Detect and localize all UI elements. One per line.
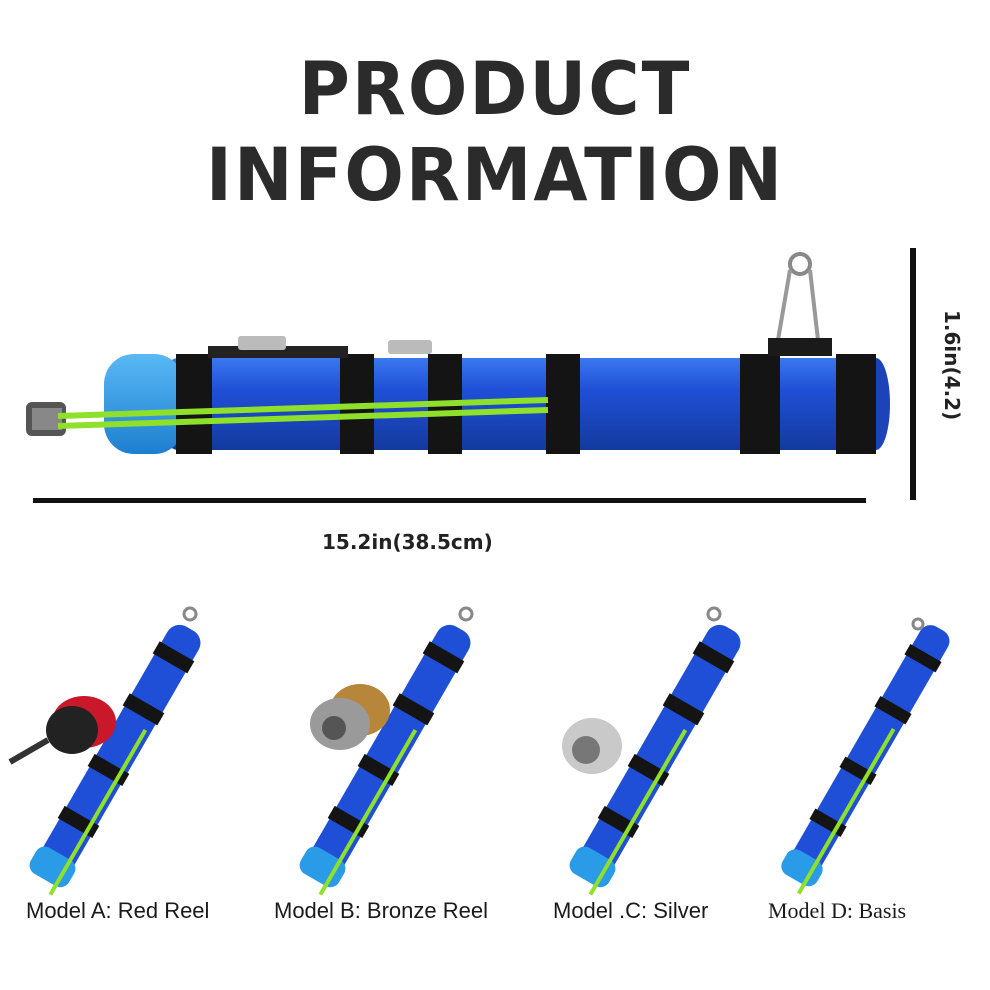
- model-b-label: Model B: Bronze Reel: [274, 898, 488, 923]
- length-label: 15.2in(38.5cm): [322, 530, 493, 554]
- length-dimension-line: [33, 498, 866, 503]
- model-c-label: Model .C: Silver: [553, 898, 709, 923]
- diameter-dimension-line: [910, 248, 916, 500]
- model-d-image: [750, 600, 990, 900]
- model-c-image: [540, 600, 790, 900]
- model-a-image: [0, 600, 250, 900]
- page-title: PRODUCT INFORMATION: [205, 45, 785, 219]
- diameter-label: 1.6in(4.2): [940, 310, 964, 421]
- model-d-label: Model D: Basis: [768, 898, 907, 923]
- model-b-image: [270, 600, 520, 900]
- main-rod-image: [26, 252, 890, 454]
- model-a-label: Model A: Red Reel: [26, 898, 210, 923]
